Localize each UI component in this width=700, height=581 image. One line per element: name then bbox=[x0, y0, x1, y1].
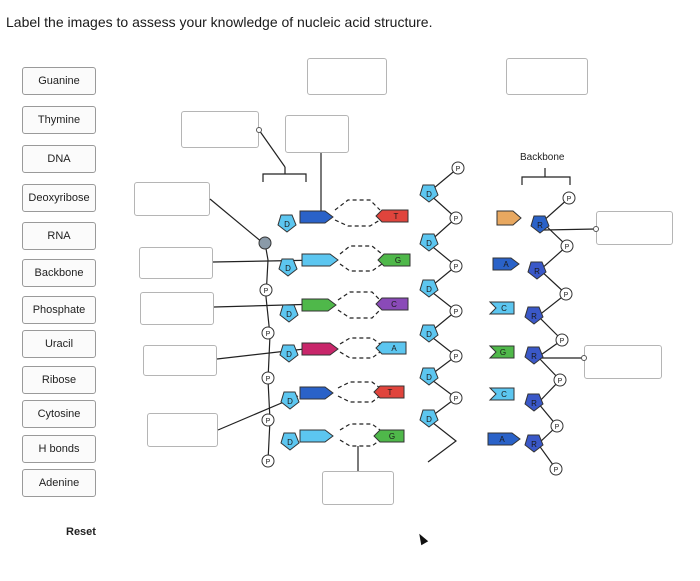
sugar-label: D bbox=[287, 397, 293, 406]
label-uracil[interactable]: Uracil bbox=[22, 330, 96, 358]
ribose-label: R bbox=[534, 267, 540, 276]
drop-target-f[interactable] bbox=[143, 345, 217, 376]
reset-button[interactable]: Reset bbox=[66, 526, 96, 538]
drop-target-bottom[interactable] bbox=[322, 471, 394, 505]
sugar-label: D bbox=[426, 330, 432, 339]
label-deoxyribose[interactable]: Deoxyribose bbox=[22, 184, 96, 212]
label-guanine[interactable]: Guanine bbox=[22, 67, 96, 95]
phosphate-label: P bbox=[454, 309, 459, 316]
label-dna[interactable]: DNA bbox=[22, 145, 96, 173]
sugar-label: D bbox=[284, 220, 290, 229]
sugar-label: D bbox=[286, 350, 292, 359]
label-cytosine[interactable]: Cytosine bbox=[22, 400, 96, 428]
base-label-guanine: G bbox=[395, 256, 401, 265]
phosphate-label: P bbox=[264, 288, 269, 295]
phosphate-label: P bbox=[560, 338, 565, 345]
rna-base-label: C bbox=[501, 390, 507, 399]
base-label-guanine: G bbox=[389, 432, 395, 441]
ribose-label: R bbox=[531, 312, 537, 321]
drop-target-top-right[interactable] bbox=[506, 58, 588, 95]
base-label-thymine: T bbox=[388, 388, 393, 397]
drop-target-d[interactable] bbox=[139, 247, 213, 279]
ribose-label: R bbox=[537, 221, 543, 230]
sugar-label: D bbox=[426, 285, 432, 294]
rna-base-label: A bbox=[503, 260, 509, 269]
rna-base-label: A bbox=[499, 435, 505, 444]
sugar-label: D bbox=[426, 415, 432, 424]
ribose-label: R bbox=[531, 352, 537, 361]
ribose-label: R bbox=[531, 399, 537, 408]
base-label-cytosine: C bbox=[391, 300, 397, 309]
sugar-label: D bbox=[426, 190, 432, 199]
sugar-label: D bbox=[287, 438, 293, 447]
rna-base-label: G bbox=[500, 348, 506, 357]
drop-target-g[interactable] bbox=[147, 413, 218, 447]
drop-target-e[interactable] bbox=[140, 292, 214, 325]
phosphate-label: P bbox=[266, 459, 271, 466]
label-rna[interactable]: RNA bbox=[22, 222, 96, 250]
sugar-label: D bbox=[426, 373, 432, 382]
phosphate-label: P bbox=[555, 424, 560, 431]
drop-target-top-center[interactable] bbox=[307, 58, 387, 95]
instructions: Label the images to assess your knowledg… bbox=[6, 14, 433, 30]
phosphate-label: P bbox=[266, 331, 271, 338]
phosphate-label: P bbox=[266, 376, 271, 383]
base-label-thymine: T bbox=[394, 212, 399, 221]
label-backbone[interactable]: Backbone bbox=[22, 259, 96, 287]
phosphate-label: P bbox=[454, 396, 459, 403]
label-ribose[interactable]: Ribose bbox=[22, 366, 96, 394]
drop-target-right-1[interactable] bbox=[596, 211, 673, 245]
label-h-bonds[interactable]: H bonds bbox=[22, 435, 96, 463]
phosphate-label: P bbox=[266, 418, 271, 425]
phosphate-label: P bbox=[554, 467, 559, 474]
phosphate-label: P bbox=[454, 216, 459, 223]
backbone-label: Backbone bbox=[520, 152, 565, 163]
phosphate-label: P bbox=[565, 244, 570, 251]
phosphate-label: P bbox=[454, 354, 459, 361]
phosphate-label: P bbox=[564, 292, 569, 299]
sugar-label: D bbox=[285, 264, 291, 273]
label-adenine[interactable]: Adenine bbox=[22, 469, 96, 497]
ribose-label: R bbox=[531, 440, 537, 449]
drop-target-b[interactable] bbox=[285, 115, 349, 153]
label-phosphate[interactable]: Phosphate bbox=[22, 296, 96, 324]
phosphate-label: P bbox=[558, 378, 563, 385]
sugar-label: D bbox=[426, 239, 432, 248]
rna-base-label: C bbox=[501, 304, 507, 313]
sugar-label: D bbox=[286, 310, 292, 319]
phosphate-label: P bbox=[454, 264, 459, 271]
base-label-adenine: A bbox=[391, 344, 397, 353]
label-thymine[interactable]: Thymine bbox=[22, 106, 96, 134]
phosphate-label: P bbox=[456, 166, 461, 173]
drop-target-right-2[interactable] bbox=[584, 345, 662, 379]
drop-target-c[interactable] bbox=[134, 182, 210, 216]
phosphate-label: P bbox=[567, 196, 572, 203]
